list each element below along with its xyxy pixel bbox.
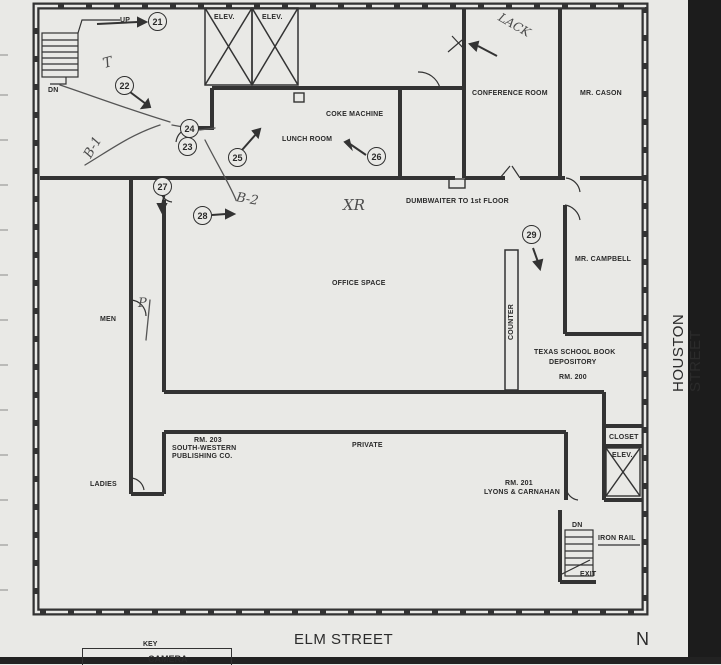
men-restroom-label: MEN: [100, 316, 117, 323]
tsbd-label-line1: TEXAS SCHOOL BOOK: [534, 349, 616, 356]
camera-marker-27: 27: [153, 177, 172, 196]
stair-up-label: UP: [120, 17, 131, 24]
camera-marker-24: 24: [180, 119, 199, 138]
closet-label: CLOSET: [609, 434, 639, 441]
stair-down-label-right: DN: [572, 522, 583, 529]
rm-203-tenant-line2: PUBLISHING CO.: [172, 453, 233, 460]
elevator-label-1: ELEV.: [214, 14, 235, 21]
counter-label: COUNTER: [508, 303, 515, 340]
tsbd-label-line2: DEPOSITORY: [549, 359, 597, 366]
camera-marker-29: 29: [522, 225, 541, 244]
right-elevator-label: ELEV.: [612, 452, 633, 459]
houston-street-label: HOUSTON STREET: [670, 313, 704, 392]
rm-201-tenant: LYONS & CARNAHAN: [484, 489, 561, 496]
mr-campbell-office-label: MR. CAMPBELL: [575, 256, 632, 263]
elevator-label-2: ELEV.: [262, 14, 283, 21]
rm-203-tenant-line1: SOUTH-WESTERN: [172, 445, 237, 452]
camera-marker-28: 28: [193, 206, 212, 225]
camera-marker-26: 26: [367, 147, 386, 166]
north-arrow-label: N: [636, 629, 650, 649]
map-key-camera-item: CAMERA: [148, 654, 188, 664]
camera-marker-22: 22: [115, 76, 134, 95]
coke-machine-label: COKE MACHINE: [326, 111, 384, 118]
office-space-label: OFFICE SPACE: [332, 280, 386, 287]
private-corridor-label: PRIVATE: [352, 442, 383, 449]
iron-rail-label: IRON RAIL: [598, 535, 636, 542]
exit-label: EXIT: [580, 571, 597, 578]
ladies-restroom-label: LADIES: [90, 481, 117, 488]
stair-down-label-left: DN: [48, 87, 59, 94]
rm-203-number: RM. 203: [194, 437, 222, 444]
mr-cason-office-label: MR. CASON: [580, 90, 622, 97]
conference-room-label: CONFERENCE ROOM: [472, 90, 548, 97]
map-key-box: [82, 648, 232, 665]
handwritten-xr: XR: [343, 196, 365, 214]
camera-marker-23: 23: [178, 137, 197, 156]
tsbd-room-number: RM. 200: [559, 374, 587, 381]
lunch-room-label: LUNCH ROOM: [282, 136, 333, 143]
elm-street-label: ELM STREET: [294, 631, 394, 648]
camera-marker-25: 25: [228, 148, 247, 167]
camera-marker-21: 21: [148, 12, 167, 31]
map-key-title: KEY: [140, 641, 161, 648]
rm-201-number: RM. 201: [505, 480, 533, 487]
handwritten-p: P: [138, 296, 147, 311]
dumbwaiter-label: DUMBWAITER TO 1st FLOOR: [406, 198, 509, 205]
